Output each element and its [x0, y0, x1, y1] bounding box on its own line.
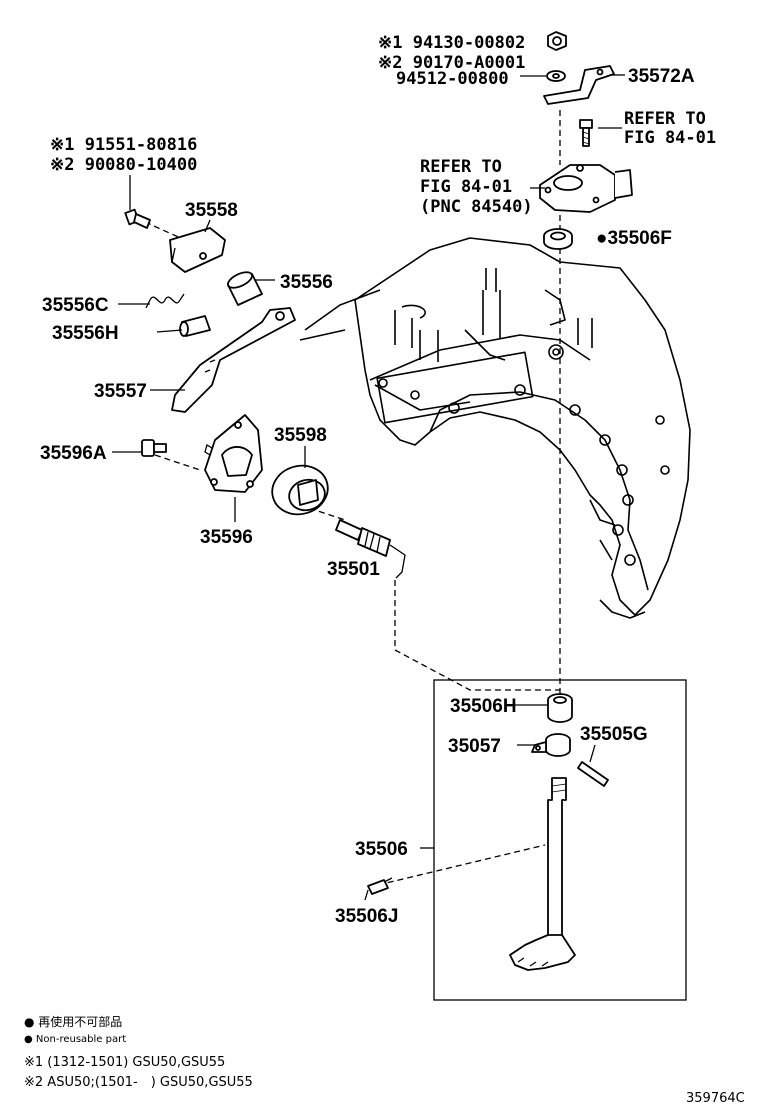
oil-seal-35598	[271, 464, 329, 516]
part-labels: ※1 94130-00802 ※2 90170-A0001 94512-0080…	[40, 33, 716, 927]
label-35558: 35558	[185, 200, 238, 221]
sleeve-35506H	[547, 693, 573, 723]
bolt-35596A	[141, 439, 167, 457]
pin-35505G	[577, 761, 609, 787]
pin-35556	[227, 271, 263, 306]
figure-id: 359764C	[686, 1091, 745, 1106]
label-90080: ※2 90080-10400	[50, 155, 197, 175]
collar-35057	[531, 733, 571, 757]
label-35556: 35556	[280, 272, 333, 293]
label-refer-2c: (PNC 84540)	[420, 197, 533, 217]
washer-94512	[546, 70, 566, 82]
neutral-start-switch	[539, 164, 633, 213]
label-35556H: 35556H	[52, 323, 119, 344]
bracket-35572A	[543, 65, 615, 105]
legend-nonreusable-en: ● Non-reusable part	[24, 1034, 126, 1045]
bolt-91551	[124, 208, 151, 229]
label-90170: ※2 90170-A0001	[378, 53, 525, 73]
label-35057: 35057	[448, 736, 501, 757]
label-35506J: 35506J	[335, 906, 398, 927]
shaft-35506	[509, 777, 576, 971]
label-35505G: 35505G	[580, 724, 648, 745]
label-35598: 35598	[274, 425, 327, 446]
label-35506H: 35506H	[450, 696, 517, 717]
label-refer-2a: REFER TO	[420, 157, 502, 177]
clip-35506J	[367, 877, 393, 895]
label-35501: 35501	[327, 559, 380, 580]
label-refer-1a: REFER TO	[624, 109, 706, 129]
label-35572A: 35572A	[628, 66, 695, 87]
note-2: ※2 ASU50;(1501- ) GSU50,GSU55	[24, 1075, 253, 1090]
label-refer-1b: FIG 84-01	[624, 128, 716, 148]
plate-35558	[169, 227, 226, 273]
detent-plate-35596	[204, 414, 263, 493]
legend-nonreusable-jp: ● 再使用不可部品	[24, 1014, 122, 1029]
sensor-35501	[335, 519, 406, 579]
oil-seal-35506F	[543, 228, 573, 250]
inset-frame	[433, 679, 687, 1001]
spring-35556C	[145, 293, 185, 309]
note-1: ※1 (1312-1501) GSU50,GSU55	[24, 1055, 225, 1070]
label-35596A: 35596A	[40, 443, 107, 464]
label-35557: 35557	[94, 381, 147, 402]
lever-35557	[171, 307, 296, 413]
label-35556C: 35556C	[42, 295, 109, 316]
leader-lines	[112, 74, 625, 901]
assembly-lines	[144, 110, 561, 886]
legend: ● 再使用不可部品 ● Non-reusable part ※1 (1312-1…	[24, 1014, 745, 1106]
transmission-case	[299, 237, 691, 619]
nut-94130	[547, 31, 567, 51]
label-94512: 94512-00800	[396, 69, 509, 89]
label-35506F: ●35506F	[596, 228, 672, 249]
label-91551: ※1 91551-80816	[50, 135, 197, 155]
pin-35556H	[179, 315, 211, 337]
label-35506: 35506	[355, 839, 408, 860]
label-94130: ※1 94130-00802	[378, 33, 525, 53]
bolt-icon	[579, 119, 593, 147]
label-35596: 35596	[200, 527, 253, 548]
label-refer-2b: FIG 84-01	[420, 177, 512, 197]
